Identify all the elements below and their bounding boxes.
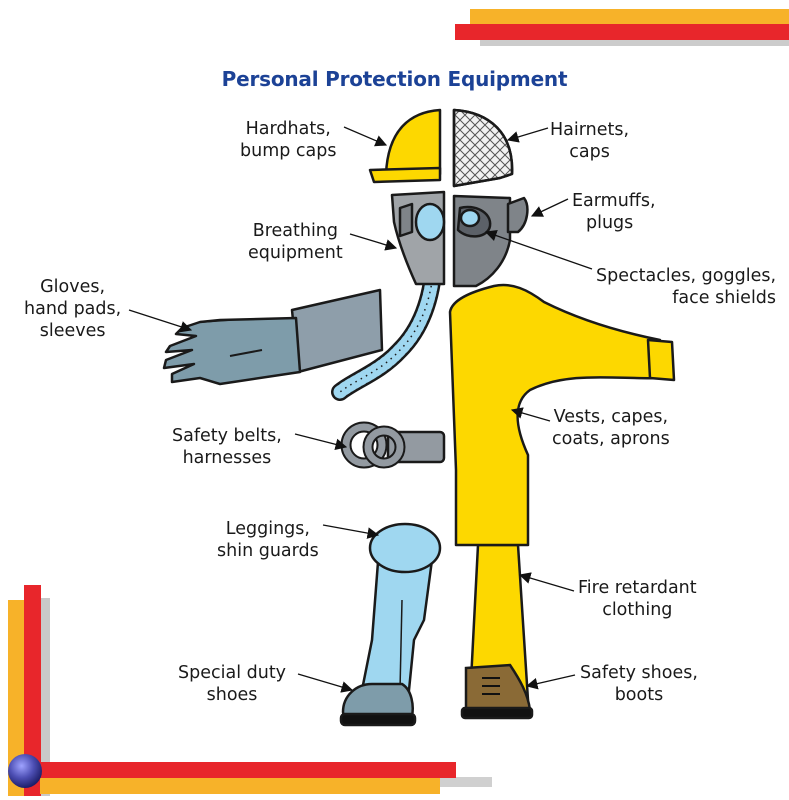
respirator-mask: [392, 192, 444, 284]
label-belts: Safety belts,harnesses: [172, 425, 282, 469]
hardhat: [370, 110, 440, 182]
label-gloves: Gloves,hand pads,sleeves: [24, 276, 121, 342]
top-corner-bars: [455, 9, 789, 46]
diagram-title: Personal Protection Equipment: [0, 67, 789, 91]
glove-figure: [164, 290, 382, 384]
label-safety-shoes: Safety shoes,boots: [580, 662, 698, 706]
label-earmuffs: Earmuffs,plugs: [572, 190, 656, 234]
leggings: [360, 524, 440, 700]
label-spectacles: Spectacles, goggles,face shields: [596, 265, 776, 309]
label-leggings: Leggings,shin guards: [217, 518, 319, 562]
corner-ball: [8, 754, 42, 788]
protective-suit: [450, 285, 674, 700]
label-hardhats: Hardhats,bump caps: [240, 118, 337, 162]
label-vests: Vests, capes,coats, aprons: [552, 406, 670, 450]
goggles-face: [454, 196, 527, 286]
safety-belt: [346, 427, 444, 463]
label-hairnets: Hairnets,caps: [550, 119, 629, 163]
special-duty-shoe: [341, 684, 415, 725]
hairnet: [454, 110, 512, 186]
